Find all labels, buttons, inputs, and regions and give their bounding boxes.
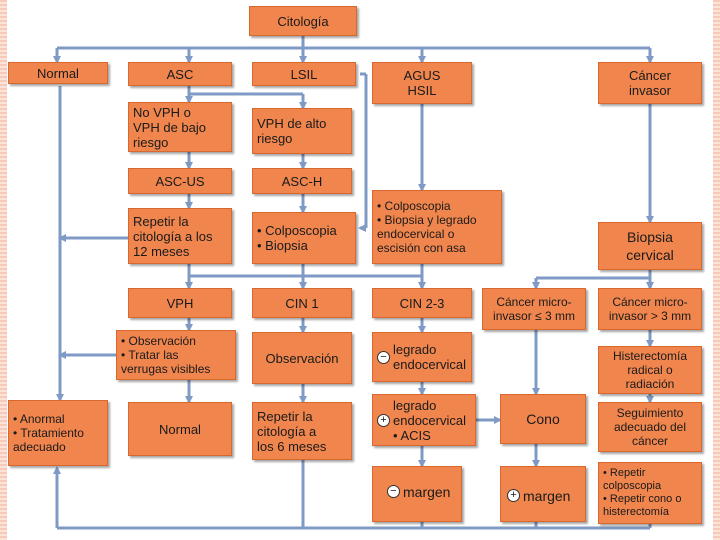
legrado-positivo-box: +legrado endocervical • ACIS	[372, 394, 476, 446]
microinvasor-gt3-box: Cáncer micro- invasor > 3 mm	[598, 288, 702, 330]
repetir-6-box: Repetir la citología a los 6 meses	[252, 402, 352, 460]
asc-label: ASC	[166, 66, 194, 82]
observacion-label: Observación	[265, 350, 339, 366]
no-vph-label: No VPH o VPH de bajo riesgo	[133, 104, 206, 150]
microinvasor-le3-label: Cáncer micro- invasor ≤ 3 mm	[493, 295, 575, 323]
cin1-box: CIN 1	[252, 288, 352, 318]
lsil-label: LSIL	[290, 66, 318, 82]
normal-box: Normal	[8, 62, 108, 84]
colposcopia-legrado-box: • Colposcopia • Biopsia y legrado endoce…	[372, 190, 502, 264]
seguimiento-label: Seguimiento adecuado del cáncer	[613, 406, 687, 448]
observacion-tratar-label: • Observación • Tratar las verrugas visi…	[121, 334, 211, 376]
plus-icon: +	[377, 413, 390, 427]
colposcopia-legrado-label: • Colposcopia • Biopsia y legrado endoce…	[377, 199, 477, 255]
cin1-label: CIN 1	[285, 295, 319, 311]
observacion-box: Observación	[252, 332, 352, 384]
asc-box: ASC	[128, 62, 232, 86]
repetir-12-label: Repetir la citología a los 12 meses	[133, 213, 213, 259]
repetir-12-box: Repetir la citología a los 12 meses	[128, 208, 232, 264]
histerectomia-box: Histerectomía radical o radiación	[598, 346, 702, 394]
asc-us-box: ASC-US	[128, 168, 232, 194]
asc-h-label: ASC-H	[281, 173, 323, 189]
citologia-box: Citología	[249, 6, 357, 36]
cono-box: Cono	[500, 394, 586, 444]
vph-box: VPH	[128, 288, 232, 318]
normal-resultado-label: Normal	[159, 421, 201, 437]
citologia-label: Citología	[277, 13, 329, 29]
repetir-6-label: Repetir la citología a los 6 meses	[257, 408, 327, 454]
agus-hsil-label: AGUS HSIL	[403, 68, 441, 98]
asc-us-label: ASC-US	[155, 173, 205, 189]
microinvasor-gt3-label: Cáncer micro- invasor > 3 mm	[608, 295, 692, 323]
right-frame-border	[713, 0, 720, 540]
repetir-colposcopia-label: • Repetir colposcopia • Repetir cono o h…	[603, 467, 682, 518]
margen-positivo-box: +margen	[500, 466, 586, 522]
colposcopia-biopsia-box: • Colposcopia • Biopsia	[252, 212, 356, 264]
legrado-positivo-label: legrado endocervical • ACIS	[393, 397, 466, 443]
observacion-tratar-box: • Observación • Tratar las verrugas visi…	[116, 330, 236, 380]
colposcopia-biopsia-label: • Colposcopia • Biopsia	[257, 223, 337, 253]
microinvasor-le3-box: Cáncer micro- invasor ≤ 3 mm	[482, 288, 586, 330]
legrado-negativo-box: −legrado endocervical	[372, 332, 472, 382]
seguimiento-box: Seguimiento adecuado del cáncer	[598, 402, 702, 452]
legrado-negativo-label: legrado endocervical	[393, 342, 466, 372]
asc-h-box: ASC-H	[252, 168, 352, 194]
normal-label: Normal	[37, 65, 79, 81]
cin23-label: CIN 2-3	[399, 295, 445, 311]
vph-alto-riesgo-label: VPH de alto riesgo	[257, 116, 327, 146]
cancer-invasor-label: Cáncer invasor	[629, 68, 671, 98]
lsil-box: LSIL	[252, 62, 356, 86]
anormal-box: • Anormal • Tratamiento adecuado	[8, 400, 108, 466]
biopsia-cervical-label: Biopsia cervical	[626, 229, 674, 263]
no-vph-box: No VPH o VPH de bajo riesgo	[128, 102, 232, 152]
agus-hsil-box: AGUS HSIL	[372, 62, 472, 104]
cancer-invasor-box: Cáncer invasor	[598, 62, 702, 104]
minus-icon: −	[377, 350, 390, 364]
left-frame-border	[0, 0, 7, 540]
minus-icon: −	[387, 485, 400, 498]
repetir-colposcopia-box: • Repetir colposcopia • Repetir cono o h…	[598, 462, 702, 524]
margen-negativo-label: margen	[403, 484, 451, 500]
cono-label: Cono	[526, 410, 560, 427]
histerectomia-label: Histerectomía radical o radiación	[612, 349, 688, 391]
vph-label: VPH	[166, 295, 194, 311]
vph-alto-riesgo-box: VPH de alto riesgo	[252, 108, 352, 154]
plus-icon: +	[507, 489, 520, 502]
margen-negativo-box: −margen	[372, 466, 462, 522]
biopsia-cervical-box: Biopsia cervical	[598, 222, 702, 270]
normal-resultado-box: Normal	[128, 402, 232, 456]
anormal-label: • Anormal • Tratamiento adecuado	[13, 412, 84, 454]
cin23-box: CIN 2-3	[372, 288, 472, 318]
margen-positivo-label: margen	[523, 488, 571, 504]
